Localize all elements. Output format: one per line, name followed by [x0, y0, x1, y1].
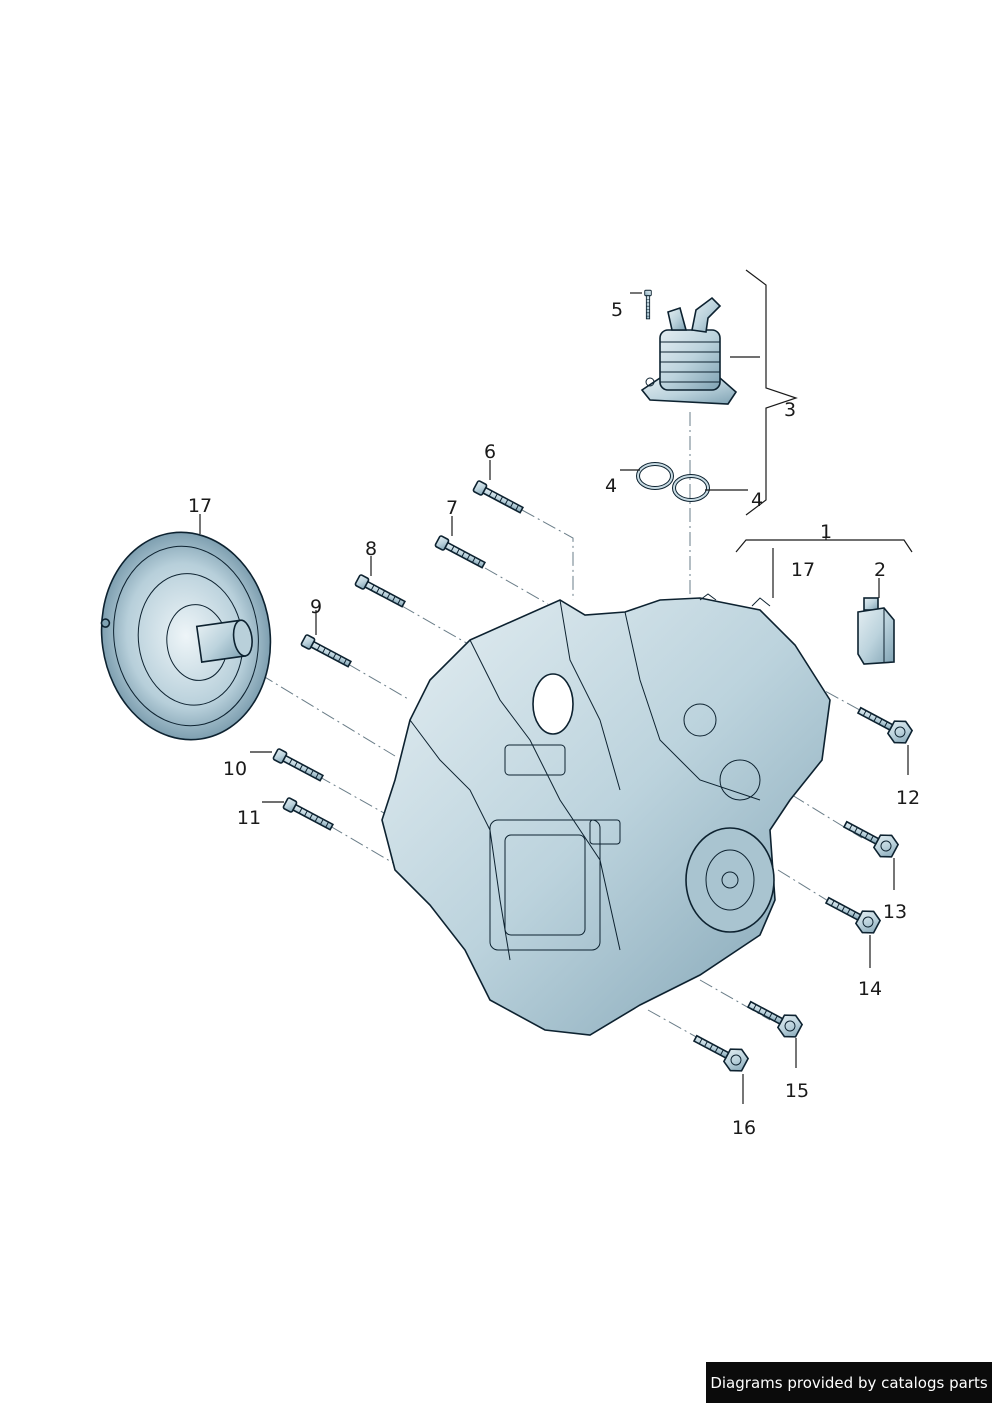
transmission-housing[interactable]	[381, 593, 831, 1036]
callout-17-converter: 17	[188, 495, 212, 517]
transmission-oil-bottle[interactable]	[857, 597, 895, 665]
seal-ring-left[interactable]	[636, 462, 674, 490]
bolt-13[interactable]	[838, 813, 902, 863]
callout-10: 10	[223, 758, 247, 780]
credit-banner: Diagrams provided by catalogs parts	[706, 1362, 992, 1403]
bolt-5[interactable]	[644, 289, 652, 320]
callout-8: 8	[365, 538, 377, 560]
bolt-10[interactable]	[271, 747, 326, 785]
callout-7: 7	[446, 497, 458, 519]
torque-converter[interactable]	[88, 521, 283, 750]
callout-14: 14	[858, 978, 882, 1000]
callout-13: 13	[883, 901, 907, 923]
bolt-7[interactable]	[433, 534, 488, 572]
callout-16: 16	[732, 1117, 756, 1139]
bolt-16[interactable]	[688, 1027, 752, 1077]
oil-cooler[interactable]	[640, 296, 738, 405]
callout-12: 12	[896, 787, 920, 809]
bolt-11[interactable]	[281, 796, 336, 834]
bolt-15[interactable]	[742, 993, 806, 1043]
callout-9: 9	[310, 596, 322, 618]
seal-ring-right[interactable]	[672, 474, 710, 502]
credit-text: Diagrams provided by catalogs parts	[710, 1373, 988, 1392]
callout-4-right: 4	[751, 489, 763, 511]
bolt-9[interactable]	[299, 633, 354, 671]
bolt-8[interactable]	[353, 573, 408, 611]
callout-5: 5	[611, 299, 623, 321]
bolt-12[interactable]	[852, 699, 916, 749]
callout-11: 11	[237, 807, 261, 829]
callout-2: 2	[874, 559, 886, 581]
callout-labels: 1 2 3 4 4 5 6 7 8 9 10 11 12 13 14 15 16…	[188, 299, 920, 1139]
callout-4-left: 4	[605, 475, 617, 497]
callout-3: 3	[784, 399, 796, 421]
callout-6: 6	[484, 441, 496, 463]
callout-17-kit: 17	[791, 559, 815, 581]
callout-1: 1	[820, 521, 832, 543]
callout-15: 15	[785, 1080, 809, 1102]
bolt-14[interactable]	[820, 889, 884, 939]
leader-lines	[199, 269, 913, 1104]
bolt-6[interactable]	[471, 479, 526, 517]
